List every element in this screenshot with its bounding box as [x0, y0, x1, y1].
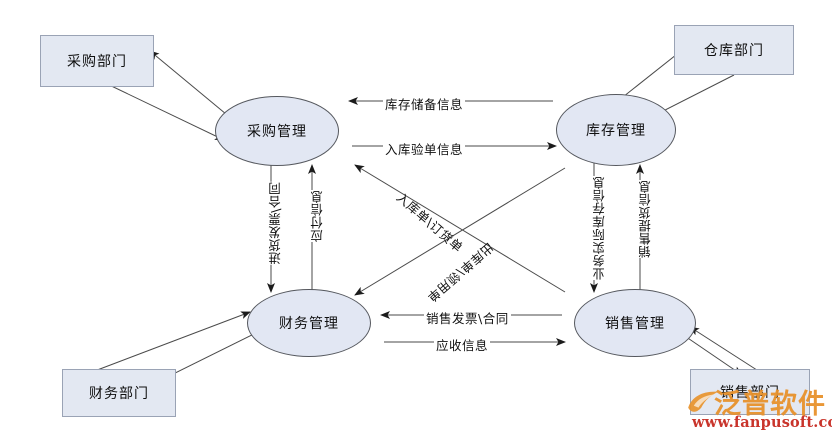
process-inventory-mgmt[interactable]: 库存管理	[556, 94, 676, 166]
entity-warehouse-dept[interactable]: 仓库部门	[674, 25, 794, 75]
process-purchase-mgmt-label: 采购管理	[247, 124, 307, 140]
flow-label-sales-pickup-info: 销售提货信息	[634, 180, 657, 258]
arrow-finance-dept-to-finance-mgmt	[91, 311, 251, 373]
flow-label-actual-stock-info: 业务实际库存信息	[588, 176, 611, 280]
arrow-inbound-order-form	[354, 164, 566, 293]
process-finance-mgmt-label: 财务管理	[279, 316, 339, 332]
flow-label-sales-invoice-contract: 销售发票\合同	[424, 308, 511, 327]
flow-label-inbound-check-info: 入库验单信息	[383, 139, 466, 158]
flow-label-inventory-reserve-info: 库存储备信息	[383, 94, 466, 113]
process-sales-mgmt-label: 销售管理	[605, 316, 665, 332]
arrow-sales-dept-to-sales-mgmt	[689, 326, 761, 373]
process-purchase-mgmt[interactable]: 采购管理	[215, 96, 339, 166]
process-inventory-mgmt-label: 库存管理	[586, 123, 646, 139]
entity-finance-dept-label: 财务部门	[89, 386, 149, 402]
flow-label-payable-info: 应付信息	[306, 190, 329, 242]
arrow-purchase-dept-to-purchase-mgmt	[102, 81, 225, 141]
entity-purchase-dept-label: 采购部门	[67, 54, 127, 70]
entity-sales-dept[interactable]: 销售部门	[690, 369, 810, 415]
arrow-outbound-requisition-form	[354, 167, 566, 296]
process-finance-mgmt[interactable]: 财务管理	[247, 289, 371, 357]
entity-purchase-dept[interactable]: 采购部门	[40, 35, 154, 87]
flow-label-purchase-invoice-contract: 进货发票\合同	[264, 182, 287, 265]
entity-sales-dept-label: 销售部门	[720, 385, 780, 401]
process-sales-mgmt[interactable]: 销售管理	[574, 289, 696, 357]
arrow-purchase-mgmt-to-purchase-dept	[149, 50, 233, 120]
entity-finance-dept[interactable]: 财务部门	[62, 369, 176, 417]
entity-warehouse-dept-label: 仓库部门	[704, 43, 764, 59]
flow-label-receivable-info: 应收信息	[434, 335, 491, 354]
